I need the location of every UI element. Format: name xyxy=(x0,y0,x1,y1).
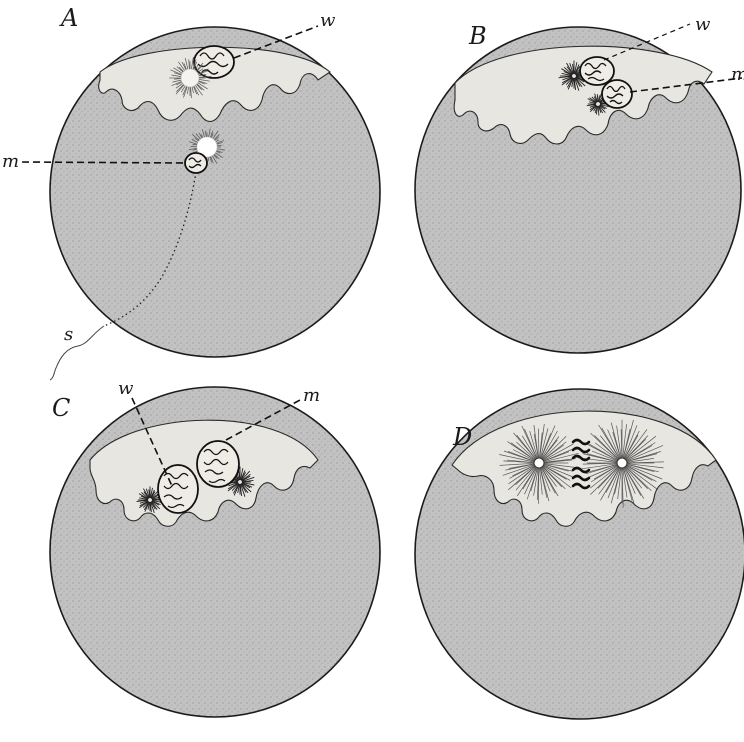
panel-a: A w m s xyxy=(2,4,380,380)
label-m: m xyxy=(2,151,19,172)
female-pronucleus xyxy=(158,465,198,513)
label-w: w xyxy=(320,10,336,31)
sperm-tail xyxy=(50,326,104,380)
panel-c: C w m xyxy=(50,378,380,717)
male-pronucleus xyxy=(185,153,207,173)
aster-center xyxy=(181,69,199,87)
panel-letter: D xyxy=(452,423,472,451)
centrosome xyxy=(534,458,544,468)
aster-ray xyxy=(597,94,598,102)
label-s: s xyxy=(64,324,73,345)
panel-b: B w m xyxy=(415,14,744,353)
label-m: m xyxy=(731,64,744,85)
aster-ray xyxy=(174,79,181,80)
aster-ray xyxy=(217,145,222,146)
label-w: w xyxy=(695,14,711,35)
label-m: m xyxy=(303,385,320,406)
centrosome xyxy=(617,458,627,468)
panel-d: D xyxy=(415,389,744,719)
aster-ray xyxy=(208,157,209,161)
panel-letter: A xyxy=(59,4,78,32)
panel-letter: B xyxy=(468,22,487,50)
panel-letter: C xyxy=(52,394,70,422)
label-w: w xyxy=(118,378,134,399)
